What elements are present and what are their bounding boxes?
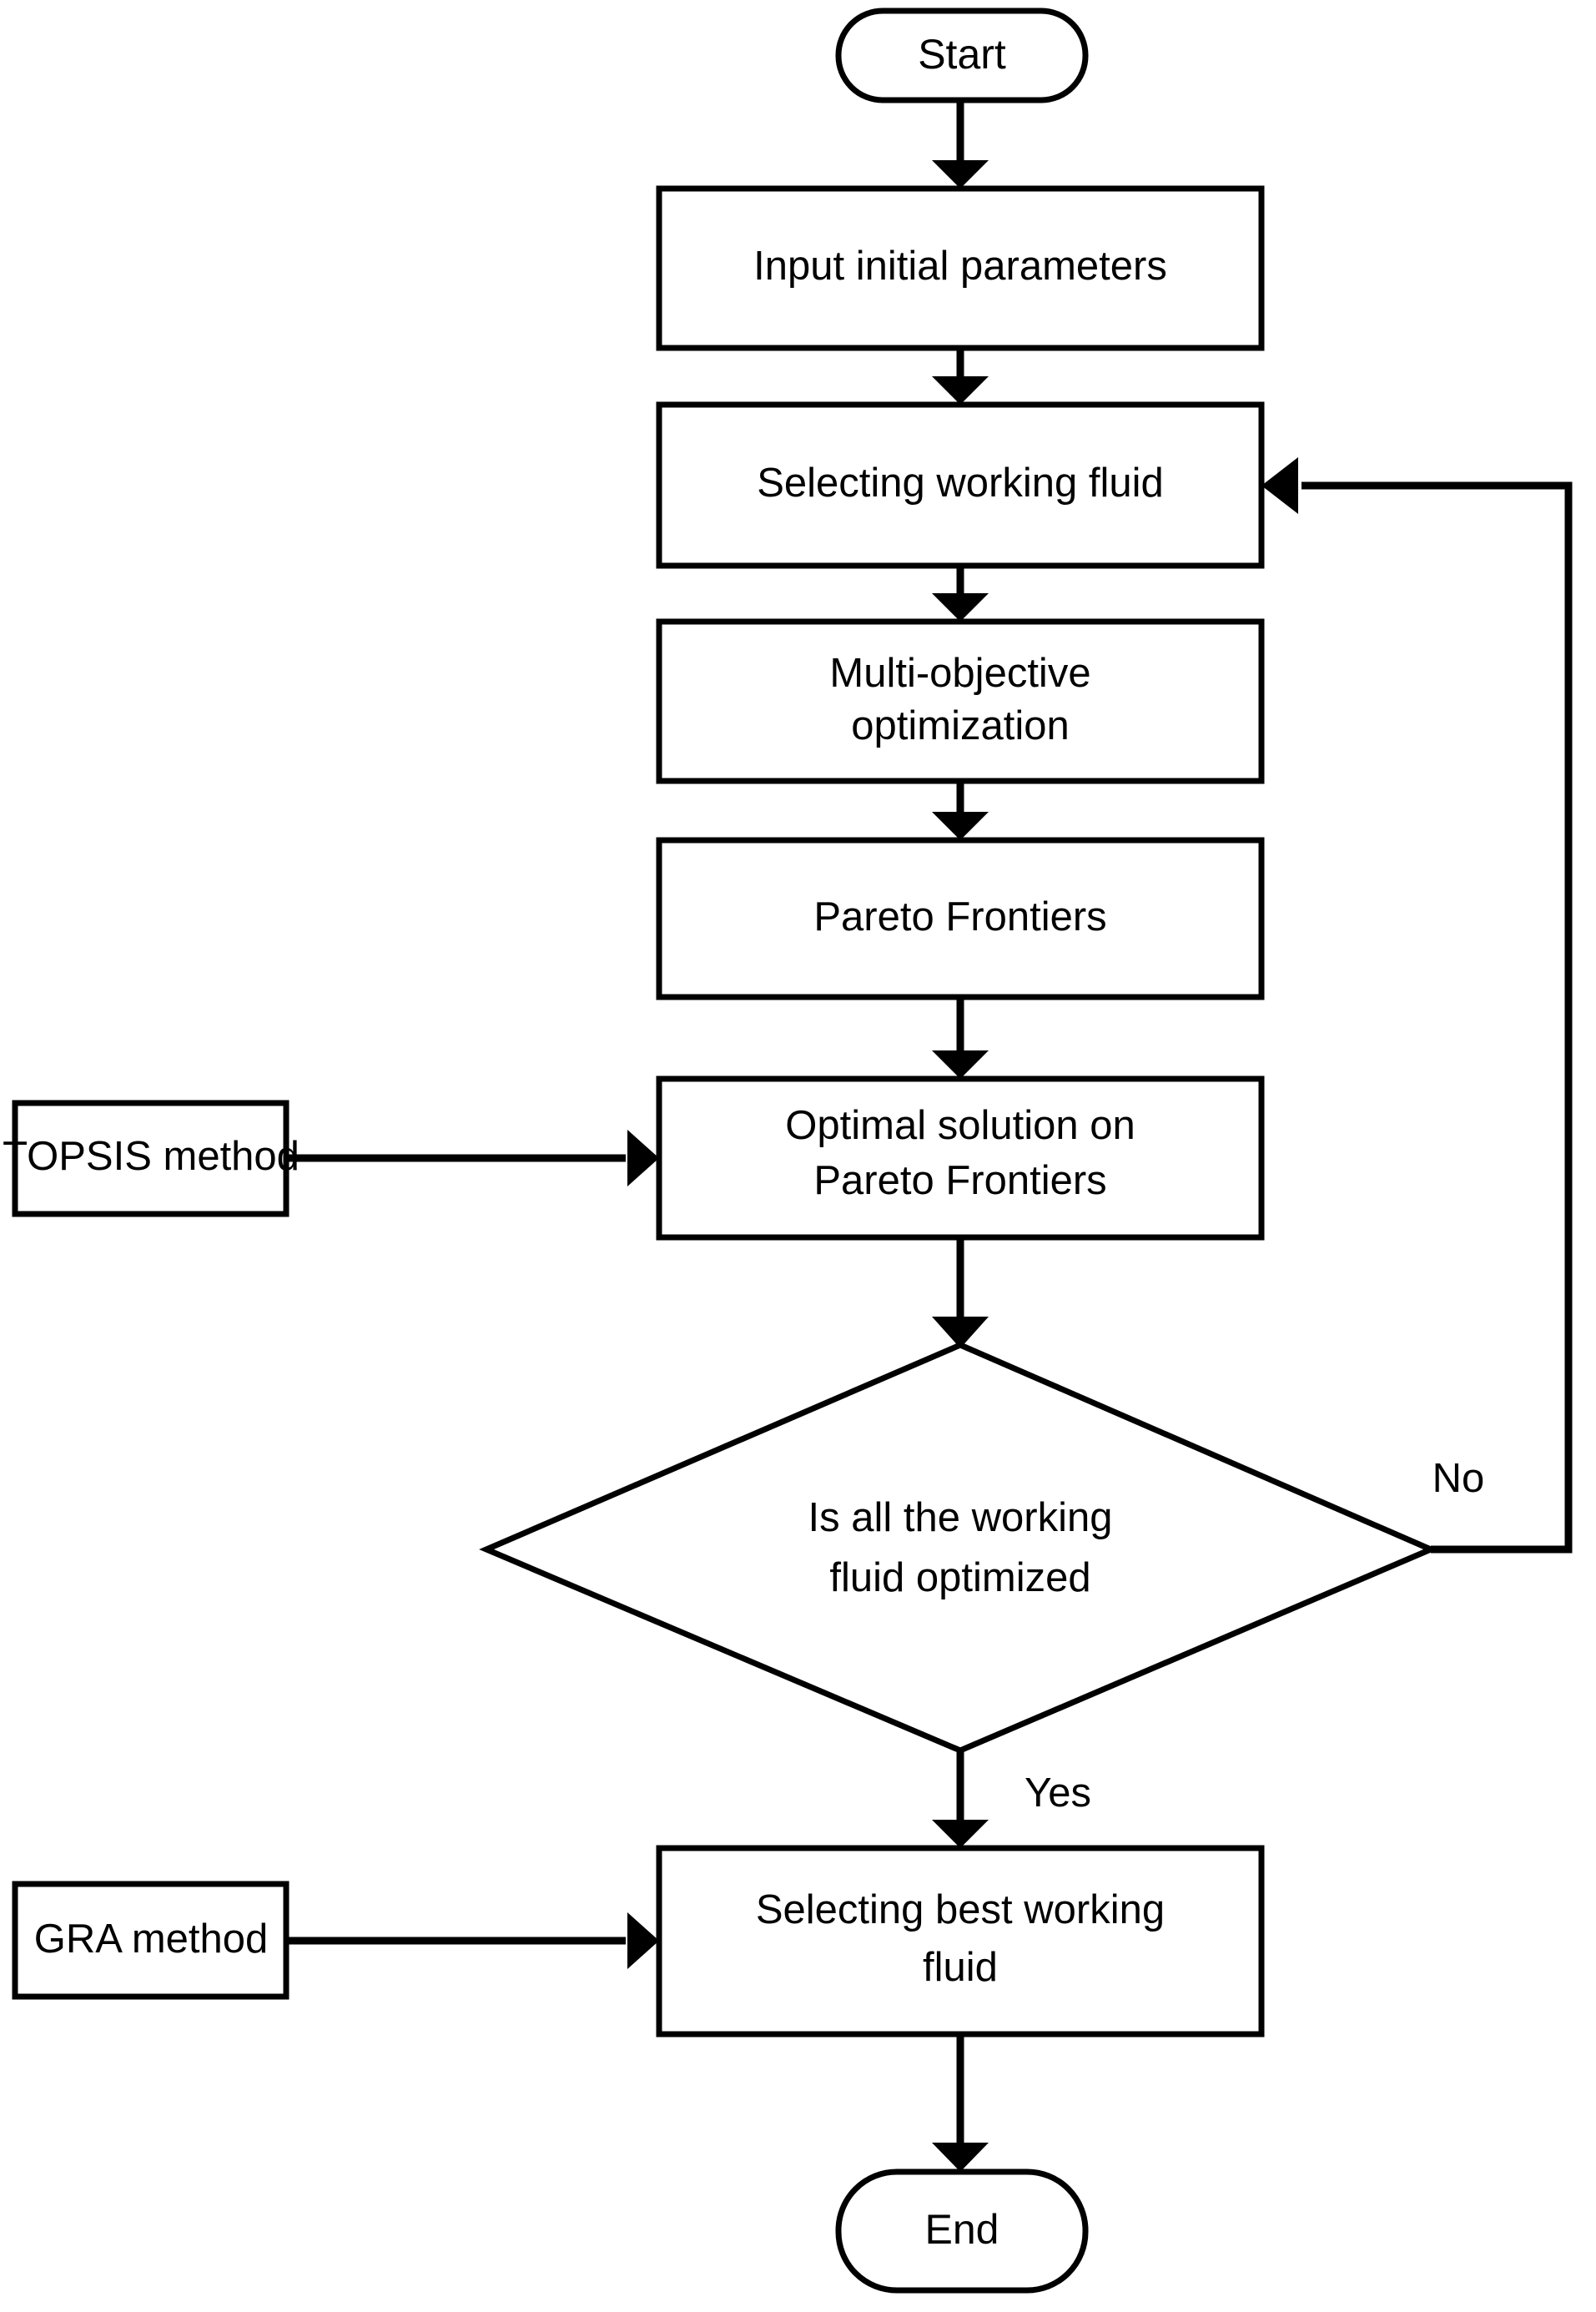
edge-label-yes: Yes <box>1025 1771 1091 1816</box>
edge-best-fluid-to-end <box>932 2034 989 2172</box>
node-multi-objective-optimization-label-line1: Multi-objective <box>829 651 1090 696</box>
node-start[interactable]: Start <box>835 8 1089 103</box>
node-optimal-solution[interactable]: Optimal solution on Pareto Frontiers <box>656 1075 1265 1241</box>
node-multi-objective-optimization-label-line2: optimization <box>851 703 1069 748</box>
node-topsis-method-label: TOPSIS method <box>3 1134 300 1179</box>
node-decision-is-all-working-fluid-optimized[interactable]: Is all the working fluid optimized <box>479 1342 1438 1754</box>
node-topsis-method[interactable]: TOPSIS method <box>3 1100 300 1217</box>
node-end[interactable]: End <box>835 2168 1089 2294</box>
node-gra-method-label: GRA method <box>34 1917 269 1962</box>
node-selecting-best-working-fluid-label-line1: Selecting best working <box>756 1887 1165 1932</box>
edge-selecting-fluid-to-multiobjective <box>932 566 989 622</box>
edge-input-to-selecting-fluid <box>932 348 989 405</box>
edge-multiobjective-to-pareto <box>932 781 989 840</box>
edge-topsis-to-optimal <box>286 1130 659 1186</box>
edge-optimal-to-decision <box>932 1237 989 1348</box>
node-selecting-working-fluid-label: Selecting working fluid <box>757 461 1164 506</box>
node-start-label: Start <box>918 31 1006 78</box>
node-pareto-frontiers-label: Pareto Frontiers <box>813 894 1106 939</box>
node-decision-label-line2: fluid optimized <box>829 1555 1090 1600</box>
edge-pareto-to-optimal <box>932 997 989 1079</box>
node-selecting-best-working-fluid-label-line2: fluid <box>923 1945 998 1990</box>
node-end-label: End <box>925 2206 999 2253</box>
node-selecting-working-fluid[interactable]: Selecting working fluid <box>656 401 1265 569</box>
edge-label-no: No <box>1432 1456 1485 1501</box>
node-optimal-solution-label-line2: Pareto Frontiers <box>813 1158 1106 1203</box>
node-decision-label-line1: Is all the working <box>808 1495 1113 1540</box>
node-selecting-best-working-fluid[interactable]: Selecting best working fluid <box>656 1845 1265 2037</box>
edge-start-to-input <box>932 100 989 189</box>
node-pareto-frontiers[interactable]: Pareto Frontiers <box>656 837 1265 1000</box>
edge-decision-no-feedback <box>1261 457 1573 1554</box>
edge-gra-to-best-fluid <box>286 1912 659 1969</box>
node-gra-method[interactable]: GRA method <box>12 1881 289 2000</box>
node-multi-objective-optimization[interactable]: Multi-objective optimization <box>656 618 1265 784</box>
node-optimal-solution-label-line1: Optimal solution on <box>785 1103 1135 1148</box>
edge-decision-yes-to-best-fluid <box>932 1750 989 1848</box>
node-input-initial-parameters[interactable]: Input initial parameters <box>656 185 1265 351</box>
node-input-initial-parameters-label: Input initial parameters <box>753 244 1167 289</box>
